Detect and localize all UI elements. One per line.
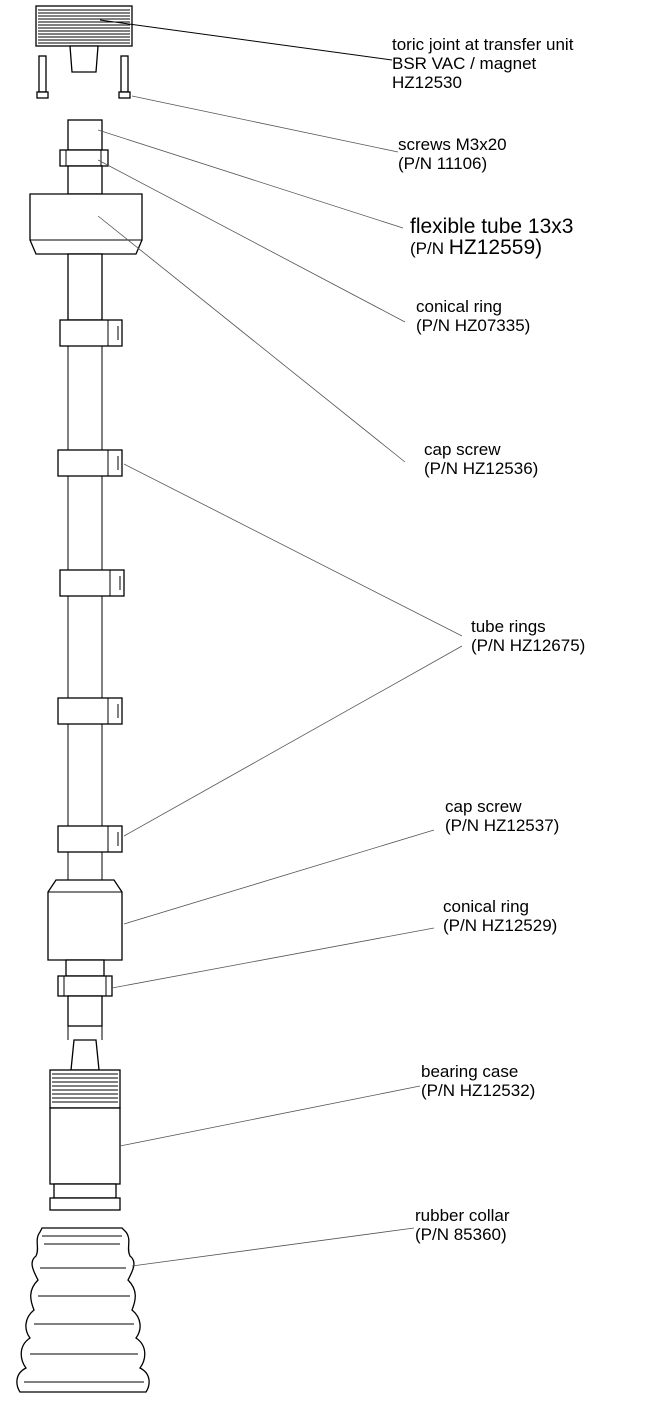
label-screws-line1: screws M3x20 — [398, 135, 507, 154]
label-bearing-case-pn: (P/N HZ12532) — [421, 1081, 536, 1100]
label-conical-ring-top: conical ring (P/N HZ07335) — [416, 297, 530, 335]
label-flexible-tube-pn-line: (P/N HZ12559) — [410, 236, 573, 259]
label-conical-ring-bottom: conical ring (P/N HZ12529) — [443, 897, 557, 935]
label-toric-joint: toric joint at transfer unit BSR VAC / m… — [392, 35, 573, 92]
screws-part — [36, 55, 131, 99]
label-flexible-tube-line1: flexible tube 13x3 — [410, 215, 574, 238]
label-flexible-tube-pn: HZ12559 — [448, 236, 536, 259]
label-flexible-tube-pn-prefix: (P/N — [410, 239, 449, 258]
label-screws-pn: (P/N 11106) — [398, 154, 488, 173]
toric-joint-part — [35, 5, 133, 73]
label-rubber-collar-line1: rubber collar — [415, 1206, 510, 1225]
bearing-case-part — [49, 1039, 121, 1211]
label-toric-joint-line2: BSR VAC / magnet — [392, 54, 537, 73]
label-tube-rings-pn: (P/N HZ12675) — [471, 636, 586, 655]
label-tube-rings-line1: tube rings — [471, 617, 546, 636]
label-flexible-tube: flexible tube 13x3 (P/N HZ12559) — [410, 215, 574, 259]
label-tube-rings: tube rings (P/N HZ12675) — [471, 617, 585, 655]
label-toric-joint-line3: HZ12530 — [392, 73, 462, 92]
label-bearing-case: bearing case (P/N HZ12532) — [421, 1062, 535, 1100]
leader-lines — [97, 19, 463, 1267]
label-bearing-case-line1: bearing case — [421, 1062, 519, 1081]
label-rubber-collar: rubber collar (P/N 85360) — [415, 1206, 510, 1244]
label-cap-screw-bottom-pn: (P/N HZ12537) — [445, 816, 560, 835]
label-toric-joint-line1: toric joint at transfer unit — [392, 35, 574, 54]
label-cap-screw-bottom-line1: cap screw — [445, 797, 522, 816]
label-cap-screw-top: cap screw (P/N HZ12536) — [424, 440, 538, 478]
rubber-collar-part — [16, 1227, 150, 1393]
label-conical-ring-top-line1: conical ring — [416, 297, 502, 316]
label-cap-screw-top-pn: (P/N HZ12536) — [424, 459, 539, 478]
label-conical-ring-bottom-pn: (P/N HZ12529) — [443, 916, 558, 935]
label-conical-ring-bottom-line1: conical ring — [443, 897, 529, 916]
label-conical-ring-top-pn: (P/N HZ07335) — [416, 316, 531, 335]
label-screws: screws M3x20 (P/N 11106) — [398, 135, 507, 173]
label-cap-screw-bottom: cap screw (P/N HZ12537) — [445, 797, 559, 835]
label-rubber-collar-pn: (P/N 85360) — [415, 1225, 507, 1244]
cap-screw-bottom-part — [47, 879, 123, 1027]
label-flexible-tube-pn-suffix: ) — [535, 236, 543, 259]
label-cap-screw-top-line1: cap screw — [424, 440, 501, 459]
tube-rings-part — [57, 319, 125, 853]
